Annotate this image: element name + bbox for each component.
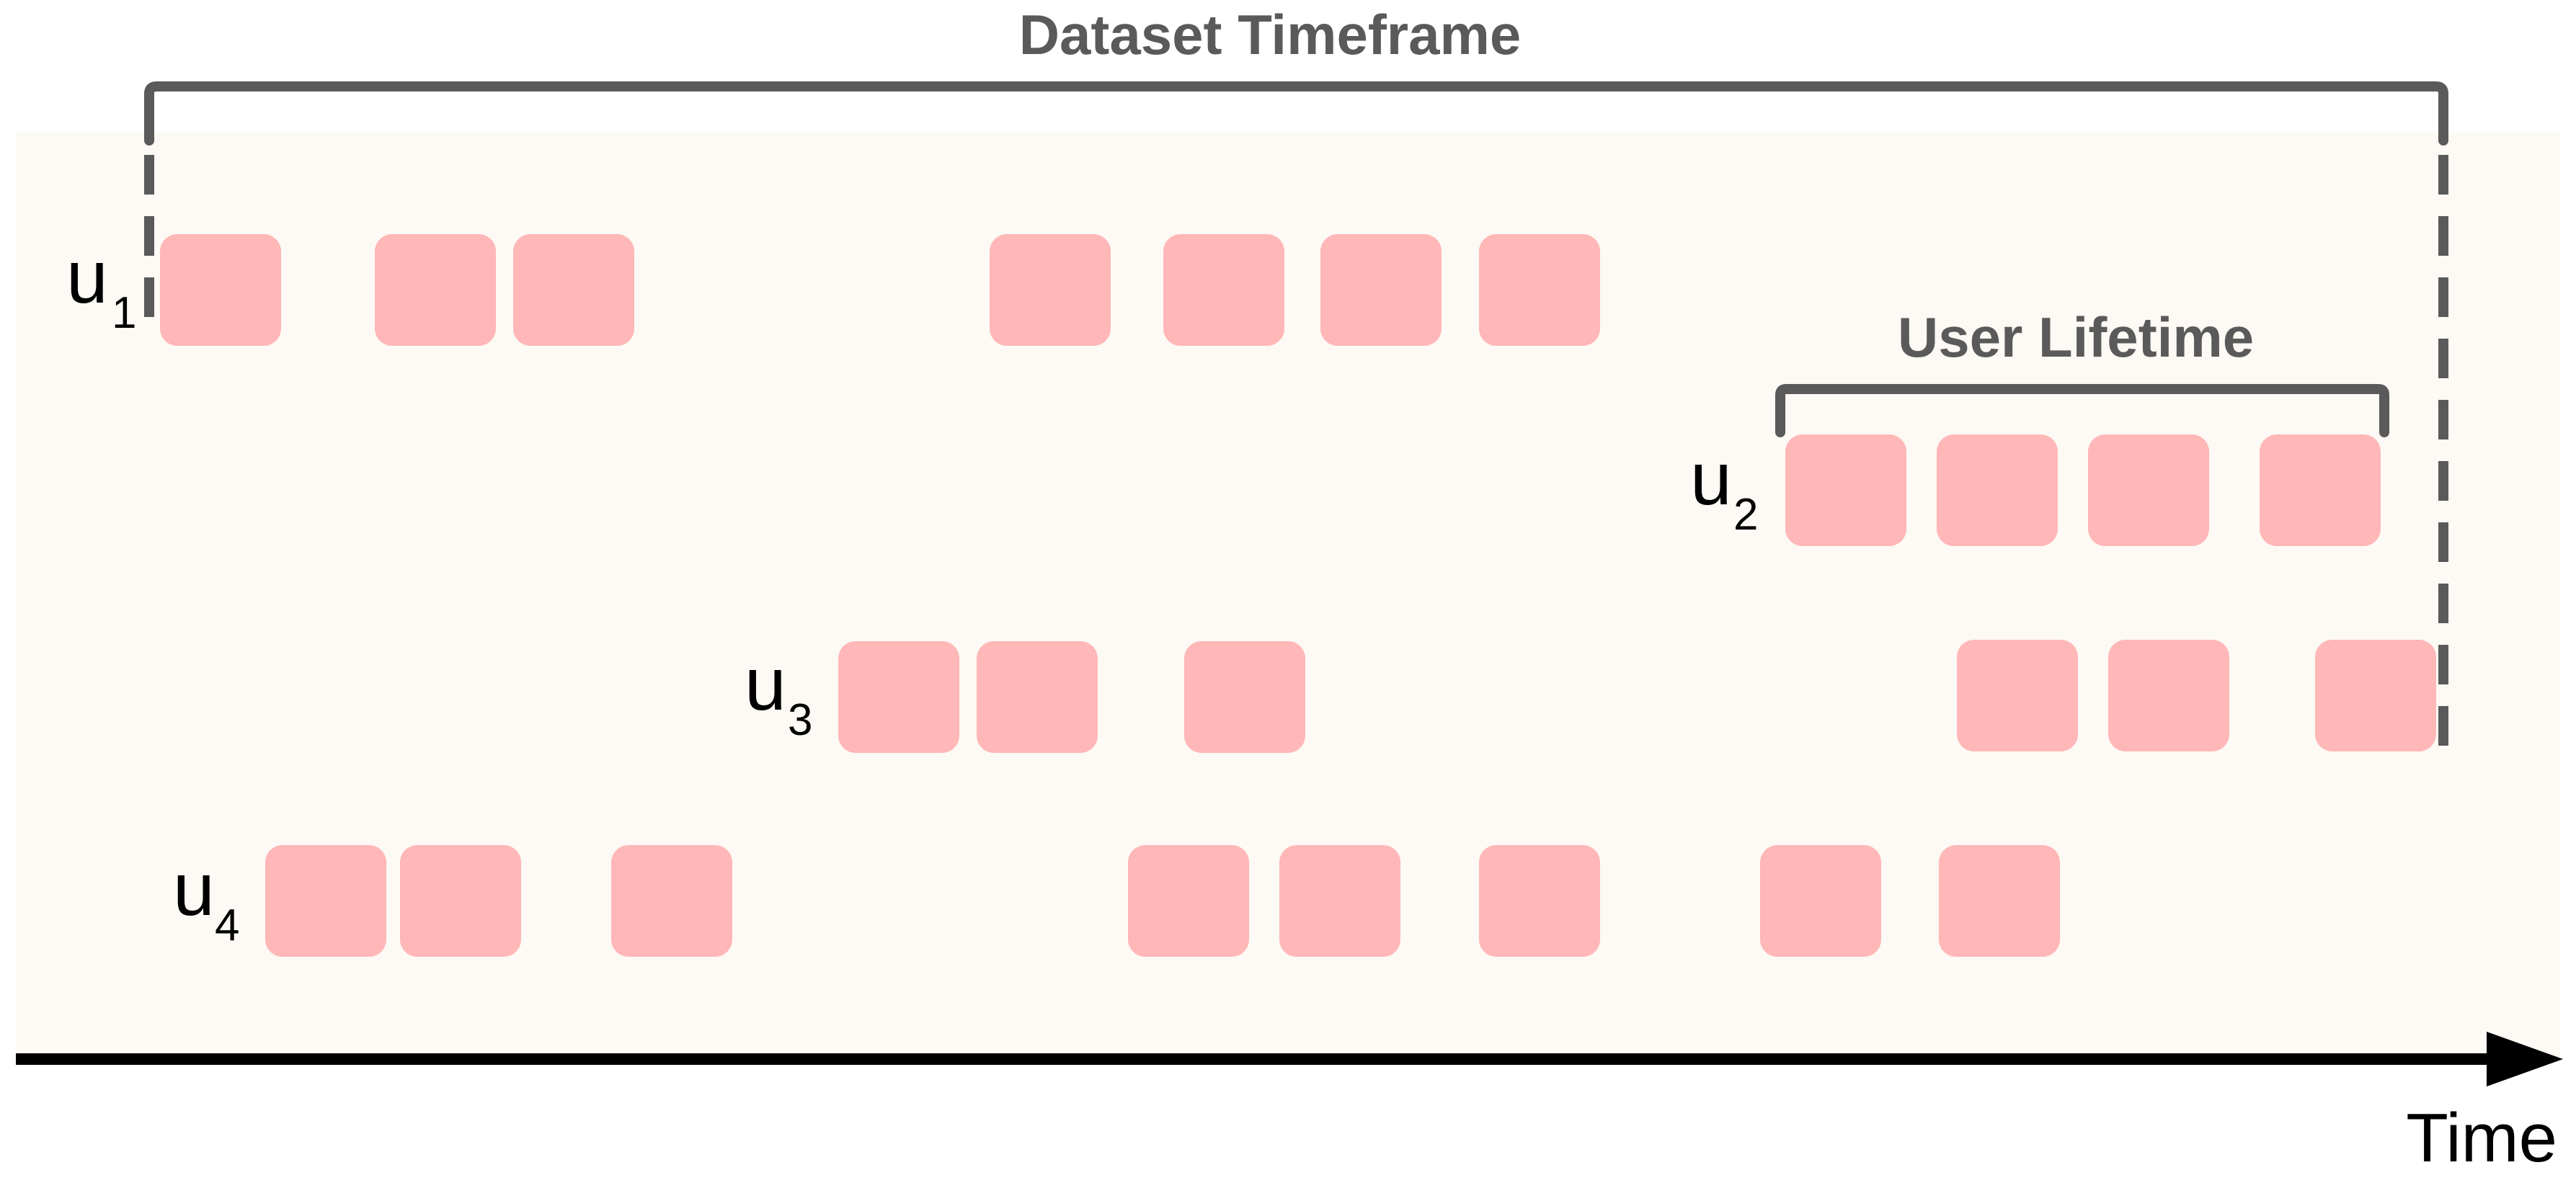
user-u3-events	[838, 640, 2436, 753]
event-block	[1479, 845, 1600, 957]
event-block	[513, 234, 634, 346]
event-block	[1785, 434, 1906, 546]
user-label-u3: u 3	[745, 643, 812, 745]
event-block	[1760, 845, 1881, 957]
user-label-u1-subscript: 1	[112, 288, 136, 338]
user-label-u4-name: u	[173, 848, 215, 932]
dataset-timeframe-bracket	[144, 81, 2448, 146]
event-block	[1184, 641, 1305, 753]
event-block	[1957, 640, 2078, 751]
event-block	[1128, 845, 1249, 957]
event-block	[1163, 234, 1284, 346]
user-lifetime-bracket	[1775, 384, 2389, 437]
event-block	[160, 234, 281, 346]
user-label-u3-subscript: 3	[788, 695, 812, 745]
user-label-u3-name: u	[745, 643, 786, 726]
user-label-u4-subscript: 4	[215, 901, 239, 950]
event-block	[1320, 234, 1442, 346]
event-block	[977, 641, 1098, 753]
event-block	[2088, 434, 2209, 546]
user-label-u2-name: u	[1690, 437, 1732, 521]
event-block	[838, 641, 959, 753]
time-axis-arrowhead	[2487, 1032, 2563, 1086]
event-block	[1279, 845, 1400, 957]
event-block	[611, 845, 732, 957]
dataset-timeframe-label: Dataset Timeframe	[1019, 3, 1522, 66]
user-label-u2-subscript: 2	[1733, 490, 1758, 540]
event-block	[265, 845, 386, 957]
event-block	[990, 234, 1111, 346]
event-block	[1939, 845, 2060, 957]
event-block	[375, 234, 496, 346]
event-block	[1937, 434, 2058, 546]
event-block	[2315, 640, 2436, 751]
user-label-u4: u 4	[173, 848, 239, 950]
user-lifetime-label: User Lifetime	[1898, 305, 2254, 369]
user-u2-events	[1785, 434, 2381, 546]
time-axis-label: Time	[2406, 1099, 2557, 1177]
user-label-u1: u 1	[66, 236, 136, 338]
user-u1-events	[160, 234, 1600, 346]
event-block	[400, 845, 521, 957]
event-block	[2108, 640, 2229, 751]
event-block	[1479, 234, 1600, 346]
event-block	[2260, 434, 2381, 546]
user-label-u1-name: u	[66, 236, 108, 319]
user-label-u2: u 2	[1690, 437, 1758, 540]
user-u4-events	[265, 845, 2060, 957]
